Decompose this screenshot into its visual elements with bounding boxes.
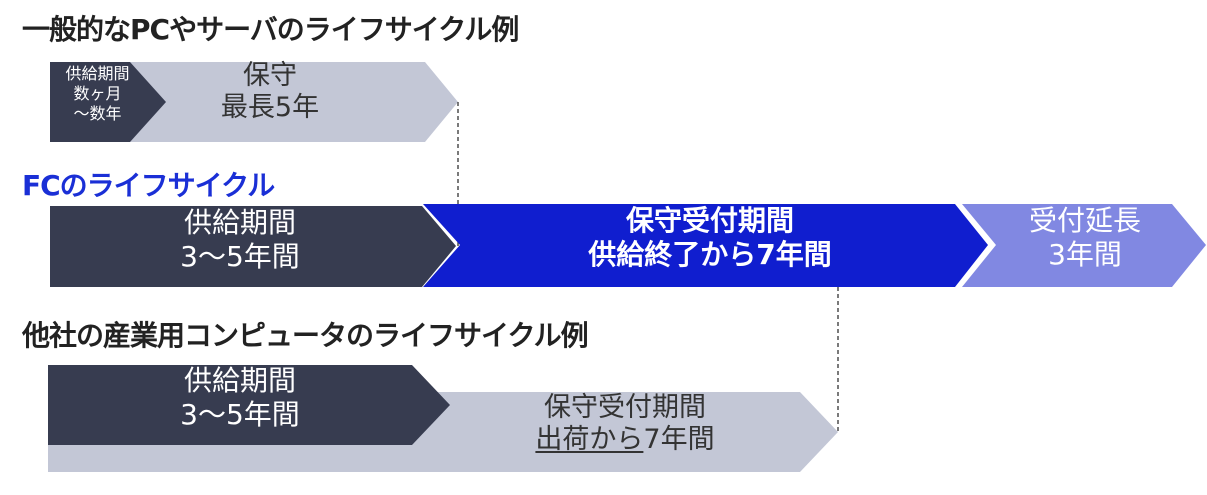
pc-maintenance-arrow	[50, 62, 458, 142]
pc-maintenance-label: 保守最長5年	[220, 60, 320, 124]
heading-other-lifecycle: 他社の産業用コンピュータのライフサイクル例	[22, 319, 589, 352]
pc-supply-arrow	[50, 62, 166, 142]
fc-extension-arrow	[962, 204, 1206, 287]
heading-pc-lifecycle: 一般的なPCやサーバのライフサイクル例	[22, 13, 519, 46]
other-supply-arrow	[48, 365, 450, 445]
pc-supply-label: 供給期間数ヶ月〜数年	[65, 64, 130, 123]
fc-maintenance-label: 保守受付期間供給終了から7年間	[588, 204, 832, 271]
heading-fc-lifecycle: FCのライフサイクル	[22, 169, 275, 202]
fc-supply-arrow	[50, 206, 456, 287]
underlined-text: 出荷から	[535, 424, 644, 456]
fc-maintenance-arrow	[423, 204, 988, 287]
other-maintenance-label: 保守受付期間 出荷から7年間	[535, 392, 715, 456]
